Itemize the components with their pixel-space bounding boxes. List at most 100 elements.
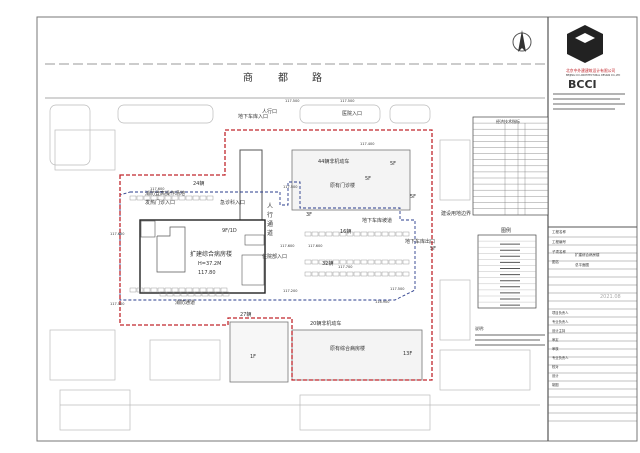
parking-count-label: 24辆	[193, 180, 204, 187]
elevation-markers: 117.500 117.500 117.400 117.650 117.600 …	[110, 99, 404, 306]
fire-lane-label: 消防通道	[175, 299, 195, 306]
parking-space	[311, 231, 319, 237]
existing-outpatient-building	[291, 149, 411, 211]
parking-space	[318, 271, 326, 277]
parking-space	[395, 259, 403, 265]
parking-space	[346, 271, 354, 277]
parking-space	[143, 195, 151, 201]
fever-clinic-entrance-label: 发热门诊入口	[145, 199, 175, 206]
svg-text:117.500: 117.500	[110, 302, 124, 306]
parking-space	[388, 271, 396, 277]
svg-text:117.700: 117.700	[338, 265, 352, 269]
svg-text:图名: 图名	[552, 259, 559, 264]
existing-ward-building	[291, 329, 423, 381]
building-height-label: H=37.2M	[198, 261, 221, 267]
parking-space	[304, 231, 312, 237]
site-boundary-label: 建设用地边界	[441, 210, 471, 217]
title-block: 北京中外建建筑设计有限公司 BEIJING CCI ARCHITECTURAL …	[548, 25, 637, 422]
svg-text:图例: 图例	[501, 227, 511, 234]
svg-text:117.200: 117.200	[283, 289, 297, 293]
parking-count-label: 16辆	[340, 228, 351, 235]
parking-space	[360, 231, 368, 237]
parking-space	[367, 271, 375, 277]
company-name-en: BEIJING CCI ARCHITECTURAL DESIGN CO.,LTD	[566, 74, 620, 77]
parking-space	[304, 259, 312, 265]
svg-text:116.900: 116.900	[375, 300, 389, 304]
indicators-table: 经济技术指标	[472, 116, 549, 216]
parking-space	[187, 291, 195, 297]
title-block-label: 审核	[552, 346, 559, 351]
company-name: 北京中外建建筑设计有限公司	[566, 68, 616, 73]
parking-space	[185, 195, 193, 201]
parking-space	[353, 259, 361, 265]
parking-space	[381, 231, 389, 237]
fire-lane	[119, 181, 416, 301]
parking-space	[402, 259, 410, 265]
parking-space	[178, 195, 186, 201]
parking-space	[332, 259, 340, 265]
title-block-label: 设计	[552, 373, 559, 378]
building-core	[156, 226, 186, 273]
svg-text:117.500: 117.500	[283, 185, 297, 189]
parking-space	[360, 259, 368, 265]
parking-space	[143, 287, 151, 293]
parking-space	[192, 195, 200, 201]
road-name-char: 都	[278, 72, 288, 84]
parking-space	[332, 231, 340, 237]
svg-text:117.600: 117.600	[280, 244, 294, 248]
title-block-label: 校对	[552, 364, 559, 369]
parking-space	[173, 291, 181, 297]
parking-space	[395, 271, 403, 277]
parking-space	[381, 271, 389, 277]
parking-space	[136, 195, 144, 201]
parking-space	[159, 291, 167, 297]
parking-space	[402, 271, 410, 277]
svg-text:子项名称: 子项名称	[552, 249, 566, 254]
title-block-label: 设计主持	[552, 328, 566, 333]
svg-text:117.650: 117.650	[110, 232, 124, 236]
bike-parking-label: 44辆非机动车	[318, 158, 349, 165]
svg-text:扩建综合病房楼: 扩建综合病房楼	[575, 252, 600, 257]
parking-space	[374, 231, 382, 237]
parking-space	[367, 259, 375, 265]
parking-space	[367, 231, 375, 237]
parking-rows	[129, 195, 410, 297]
parking-space	[381, 259, 389, 265]
parking-space	[388, 259, 396, 265]
pedestrian-path-char: 行	[267, 211, 273, 219]
svg-text:工程编号: 工程编号	[552, 239, 566, 244]
parking-space	[332, 271, 340, 277]
parking-space	[374, 271, 382, 277]
parking-space	[353, 271, 361, 277]
existing-building	[229, 321, 289, 383]
svg-text:117.600: 117.600	[150, 187, 164, 191]
brand-logo: BCCI	[568, 78, 597, 91]
notes-text	[475, 334, 545, 346]
pedestrian-path-char: 道	[267, 229, 273, 237]
pedestrian-entrance-label: 人行口	[262, 108, 277, 115]
parking-space	[129, 195, 137, 201]
parking-space	[215, 291, 223, 297]
parking-space	[304, 271, 312, 277]
svg-text:工程名称: 工程名称	[552, 229, 566, 234]
new-ward-building[interactable]	[139, 219, 266, 294]
parking-space	[157, 195, 165, 201]
floor-label: 5F	[410, 194, 416, 200]
svg-text:117.500: 117.500	[285, 99, 299, 103]
garage-exit-label: 地下车库出口	[405, 238, 435, 245]
parking-space	[311, 271, 319, 277]
title-block-label: 项目负责人	[552, 310, 569, 315]
title-block-label: 审定	[552, 337, 559, 342]
parking-space	[388, 231, 396, 237]
parking-space	[339, 271, 347, 277]
parking-space	[201, 291, 209, 297]
parking-space	[339, 259, 347, 265]
parking-space	[194, 291, 202, 297]
parking-count-label: 27辆	[240, 311, 251, 318]
floor-label: 13F	[403, 351, 412, 357]
floor-label: 5F	[430, 246, 436, 252]
building-elevation-label: 117.80	[198, 270, 216, 276]
fire-climbing-area-label: 消防登高操作场地	[145, 190, 185, 197]
parking-space	[346, 231, 354, 237]
